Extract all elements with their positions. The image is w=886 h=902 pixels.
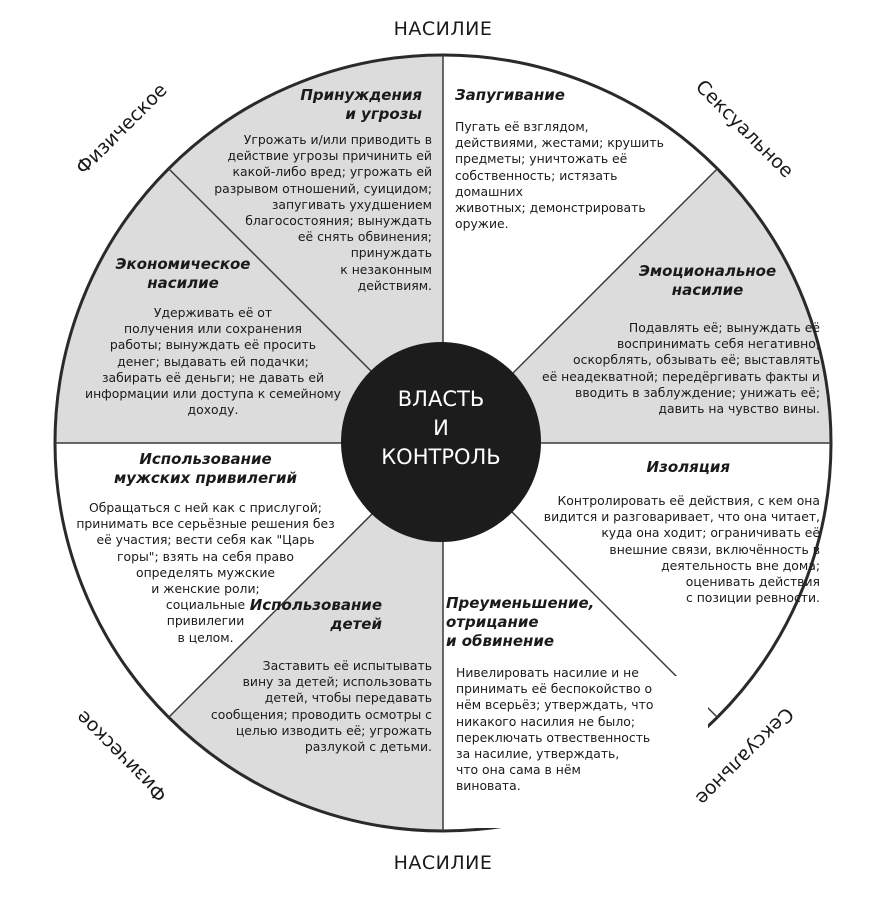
sector-emotional-body: Подавлять её; вынуждать её воспринимать … <box>542 320 820 417</box>
sector-isolation-body: Контролировать её действия, с кем она ви… <box>543 493 820 606</box>
sector-minimizing: Преуменьшение, отрицание и обвинение Нив… <box>446 594 704 795</box>
sector-male-privilege-body: Обращаться с ней как с прислугой; приним… <box>76 500 335 645</box>
sector-coercion: Принуждения и угрозы Угрожать и/или прив… <box>192 86 432 294</box>
sector-shade-children <box>168 443 443 831</box>
sector-male-privilege: Использование мужских привилегий Обращат… <box>68 450 343 646</box>
sector-shade-emotional <box>443 168 831 443</box>
sector-economic: Экономическое насилие Удерживать её от п… <box>68 255 358 418</box>
label-violence-top: НАСИЛИЕ <box>393 18 493 40</box>
sector-intimidation: Запугивание Пугать её взглядом, действия… <box>455 86 683 232</box>
sector-children-title: Использование детей <box>249 596 382 633</box>
sector-coercion-title: Принуждения и угрозы <box>300 86 422 123</box>
sector-children: Использование детей Заставить её испытыв… <box>188 596 432 755</box>
sector-intimidation-title: Запугивание <box>455 86 565 104</box>
sector-shade-economic <box>54 168 443 443</box>
sector-shade-coercion <box>168 54 443 443</box>
center-line-3: КОНТРОЛЬ <box>381 445 501 469</box>
sector-isolation: Изоляция Контролировать её действия, с к… <box>530 458 820 606</box>
center-line-2: И <box>433 416 449 440</box>
sector-male-privilege-title: Использование мужских привилегий <box>113 450 298 487</box>
sector-children-body: Заставить её испытывать вину за детей; и… <box>210 658 432 755</box>
center-hub <box>341 342 541 542</box>
sector-minimizing-title: Преуменьшение, отрицание и обвинение <box>446 594 595 650</box>
sector-emotional-title: Эмоциональное насилие <box>638 262 777 299</box>
sector-coercion-body: Угрожать и/или приводить в действие угро… <box>214 132 432 293</box>
sector-economic-title: Экономическое насилие <box>115 255 251 292</box>
sector-emotional: Эмоциональное насилие Подавлять её; выну… <box>535 262 820 417</box>
sector-intimidation-body: Пугать её взглядом, действиями, жестами;… <box>455 119 664 232</box>
sector-economic-body: Удерживать её от получения или сохранени… <box>85 305 341 418</box>
center-title: ВЛАСТЬ И КОНТРОЛЬ <box>355 385 527 472</box>
sector-minimizing-body: Нивелировать насилие и не принимать её б… <box>456 665 654 794</box>
center-line-1: ВЛАСТЬ <box>397 387 485 411</box>
sector-isolation-title: Изоляция <box>646 458 730 476</box>
minimizing-textbox <box>446 676 708 828</box>
label-violence-bottom: НАСИЛИЕ <box>393 852 493 874</box>
